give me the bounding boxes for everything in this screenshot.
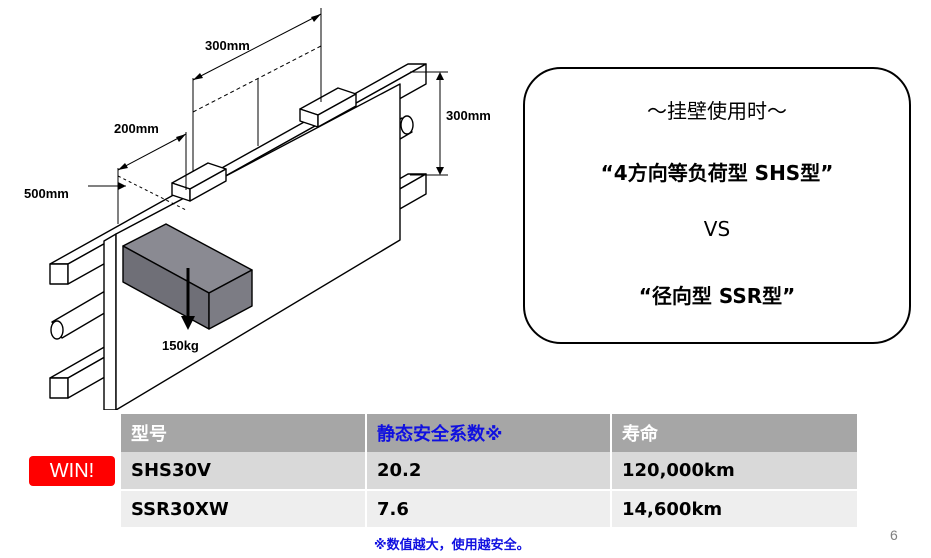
table-row: SHS30V 20.2 120,000km bbox=[121, 452, 857, 491]
dim-label-left: 200mm bbox=[114, 121, 159, 136]
win-badge: WIN! bbox=[29, 456, 115, 486]
callout-heading: ～挂壁使用时～ bbox=[647, 99, 787, 123]
callout-product-a: “4方向等负荷型 SHS型” bbox=[600, 161, 834, 185]
header-safety-factor: 静态安全系数※ bbox=[366, 414, 612, 452]
dim-label-height: 300mm bbox=[446, 108, 491, 123]
page-number: 6 bbox=[890, 527, 898, 543]
dim-label-top: 300mm bbox=[205, 38, 250, 53]
cell-model: SHS30V bbox=[121, 452, 367, 491]
load-arrowhead bbox=[181, 316, 195, 330]
cell-life: 120,000km bbox=[611, 452, 857, 491]
footnote: ※数值越大，使用越安全。 bbox=[374, 538, 530, 553]
header-model: 型号 bbox=[121, 414, 367, 452]
cell-safety-factor: 7.6 bbox=[366, 490, 612, 529]
table-header-row: 型号 静态安全系数※ 寿命 bbox=[121, 414, 857, 452]
callout-product-b: “径向型 SSR型” bbox=[638, 284, 796, 308]
wall-plate-side bbox=[103, 233, 117, 410]
dim-line-top bbox=[192, 13, 322, 81]
table-row: SSR30XW 7.6 14,600km bbox=[121, 490, 857, 529]
dim-line-left bbox=[117, 133, 187, 171]
cell-life: 14,600km bbox=[611, 490, 857, 529]
mounting-diagram: 300mm 300mm 200mm 500mm 150kg bbox=[24, 8, 491, 410]
cell-model: SSR30XW bbox=[121, 490, 367, 529]
comparison-table: 型号 静态安全系数※ 寿命 SHS30V 20.2 120,000km SSR3… bbox=[121, 414, 857, 529]
callout-vs: VS bbox=[703, 217, 731, 241]
comparison-callout: ～挂壁使用时～ “4方向等负荷型 SHS型” VS “径向型 SSR型” bbox=[523, 67, 911, 344]
dim-label-depth: 500mm bbox=[24, 186, 69, 201]
wall-plate bbox=[115, 83, 401, 410]
load-label: 150kg bbox=[162, 338, 199, 353]
cell-safety-factor: 20.2 bbox=[366, 452, 612, 491]
load-box-side bbox=[208, 269, 253, 330]
header-life: 寿命 bbox=[611, 414, 857, 452]
